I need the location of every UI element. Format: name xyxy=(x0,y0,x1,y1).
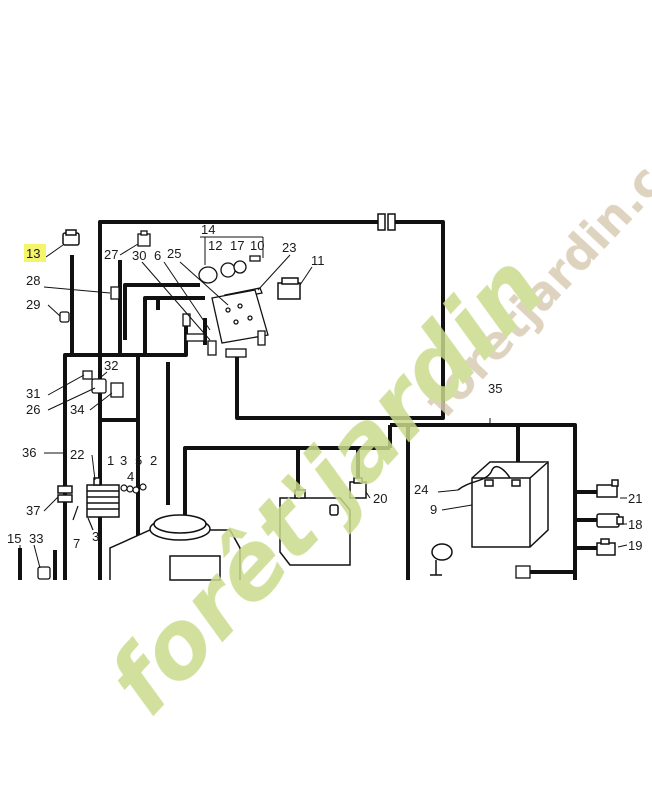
connector-37 xyxy=(57,485,73,503)
connector-28 xyxy=(110,286,120,300)
watermark: foretjardin.com forêt'jardin xyxy=(88,96,652,735)
connector-bottom-right xyxy=(515,565,531,579)
label-22[interactable]: 22 xyxy=(70,447,84,462)
label-24[interactable]: 24 xyxy=(414,482,428,497)
label-17[interactable]: 17 xyxy=(230,238,244,253)
key-switch-13 xyxy=(62,229,80,246)
label-10[interactable]: 10 xyxy=(250,238,264,253)
label-21[interactable]: 21 xyxy=(628,491,642,506)
label-3b[interactable]: 3 xyxy=(92,529,99,544)
label-12[interactable]: 12 xyxy=(208,238,222,253)
label-6[interactable]: 6 xyxy=(154,248,161,263)
label-25[interactable]: 25 xyxy=(167,246,181,261)
spark-plug xyxy=(430,543,453,576)
label-19[interactable]: 19 xyxy=(628,538,642,553)
connector-cluster-31-34 xyxy=(82,370,124,398)
switch-18 xyxy=(596,513,624,528)
regulator-22 xyxy=(86,477,120,518)
label-30[interactable]: 30 xyxy=(132,248,146,263)
label-3[interactable]: 3 xyxy=(120,453,127,468)
screws-2-5 xyxy=(72,483,147,531)
label-33[interactable]: 33 xyxy=(29,531,43,546)
label-37[interactable]: 37 xyxy=(26,503,40,518)
label-15[interactable]: 15 xyxy=(7,531,21,546)
label-28[interactable]: 28 xyxy=(26,273,40,288)
label-29[interactable]: 29 xyxy=(26,297,40,312)
inline-connector-top xyxy=(377,213,396,231)
switch-19 xyxy=(596,538,616,556)
label-9[interactable]: 9 xyxy=(430,502,437,517)
label-14[interactable]: 14 xyxy=(201,222,215,237)
label-27[interactable]: 27 xyxy=(104,247,118,262)
relay-11 xyxy=(277,277,301,300)
part-labels: 13 28 29 27 30 6 25 14 12 17 10 23 11 32… xyxy=(7,222,642,553)
fuel-tank xyxy=(279,489,351,566)
board-connectors xyxy=(182,313,266,358)
label-4[interactable]: 4 xyxy=(127,469,134,484)
label-1[interactable]: 1 xyxy=(107,453,114,468)
label-18[interactable]: 18 xyxy=(628,517,642,532)
label-13[interactable]: 13 xyxy=(26,246,40,261)
switch-21 xyxy=(596,479,619,498)
label-31[interactable]: 31 xyxy=(26,386,40,401)
label-34[interactable]: 34 xyxy=(70,402,84,417)
label-23[interactable]: 23 xyxy=(282,240,296,255)
ignition-parts-14 xyxy=(198,255,261,284)
label-5[interactable]: 5 xyxy=(135,453,142,468)
connector-33 xyxy=(37,566,51,580)
label-20[interactable]: 20 xyxy=(373,491,387,506)
engine xyxy=(109,514,241,581)
leader-lines xyxy=(19,236,628,569)
label-32[interactable]: 32 xyxy=(104,358,118,373)
sensor-20 xyxy=(349,477,367,499)
battery-9 xyxy=(471,461,549,548)
label-26[interactable]: 26 xyxy=(26,402,40,417)
highlight-box-13 xyxy=(24,244,46,262)
label-35[interactable]: 35 xyxy=(488,381,502,396)
label-36[interactable]: 36 xyxy=(22,445,36,460)
label-7[interactable]: 7 xyxy=(73,536,80,551)
label-2[interactable]: 2 xyxy=(150,453,157,468)
cable-24 xyxy=(457,466,511,491)
label-11[interactable]: 11 xyxy=(311,253,325,268)
connector-27 xyxy=(137,230,151,247)
connector-29 xyxy=(59,311,70,323)
